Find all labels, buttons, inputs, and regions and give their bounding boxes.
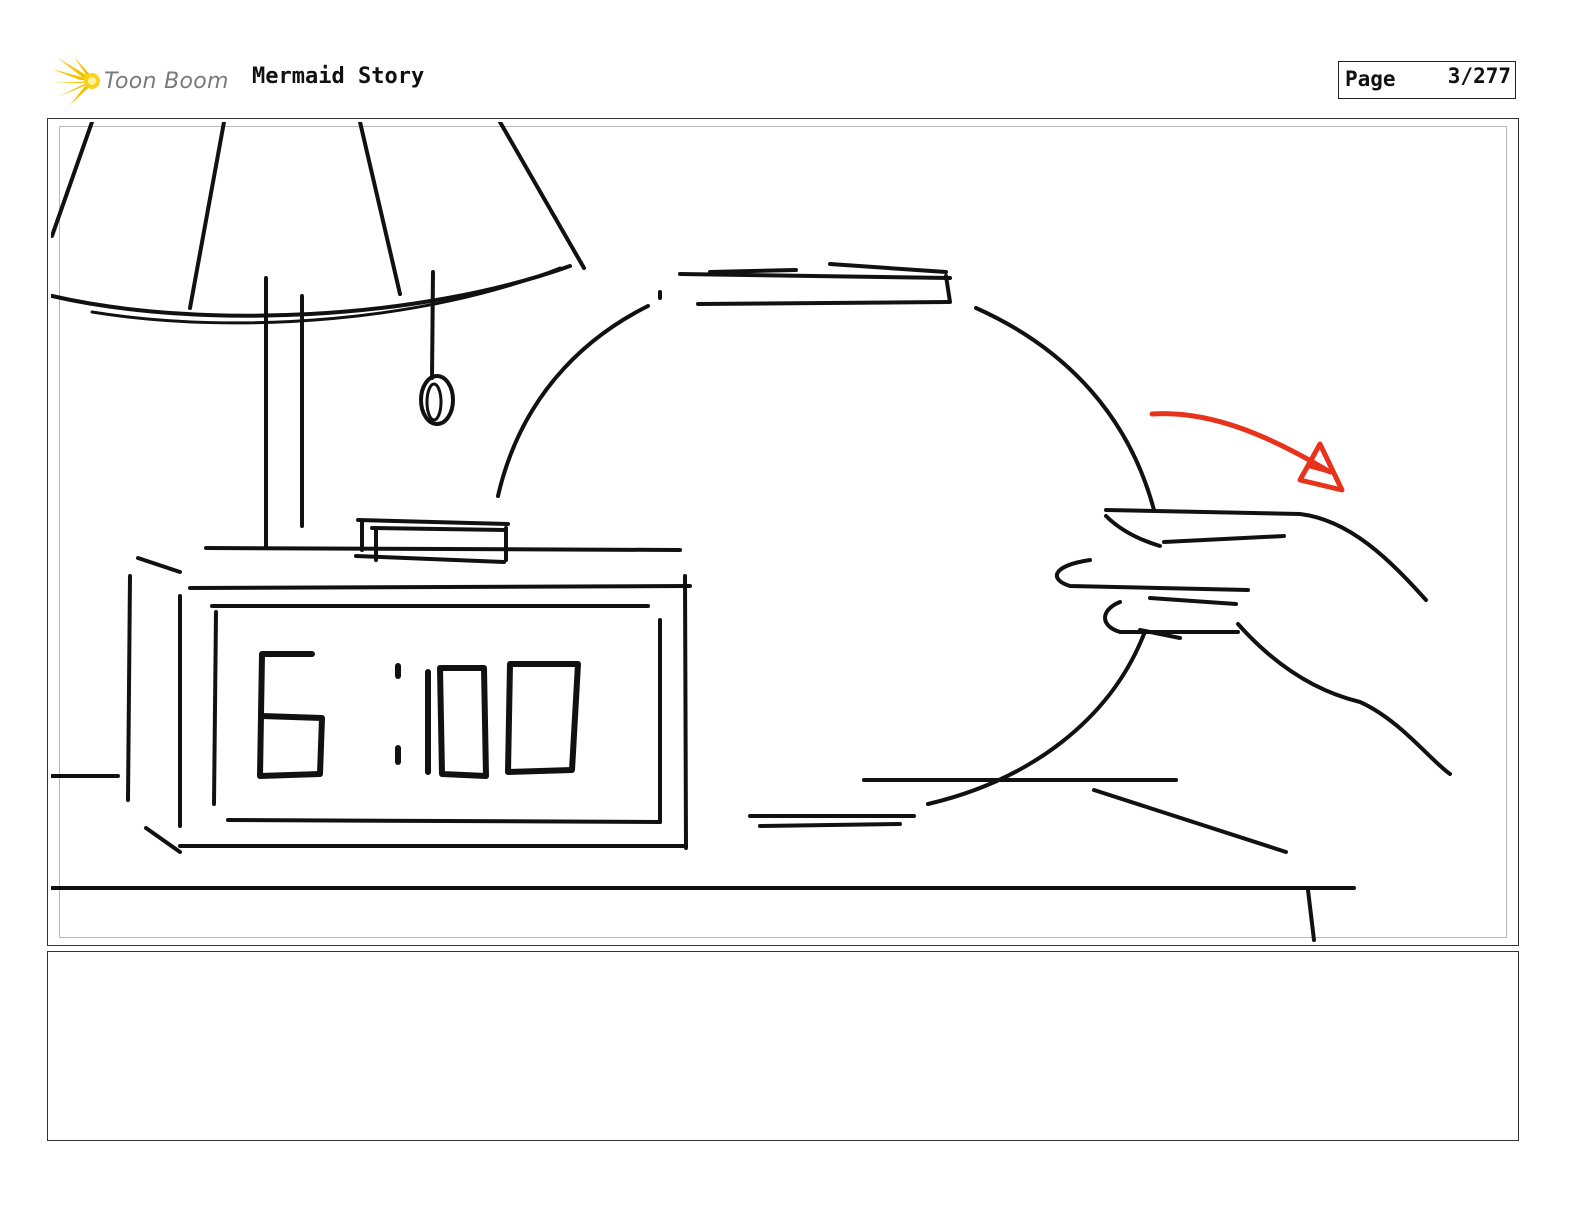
panel-notes-area[interactable] bbox=[47, 951, 1519, 1141]
lamp-pole bbox=[264, 276, 304, 550]
page-label: Page bbox=[1345, 67, 1396, 91]
storyboard-panel-safe-area bbox=[59, 126, 1507, 938]
logo-wordmark: Toon Boom bbox=[104, 69, 229, 94]
page-number: 3/277 bbox=[1447, 64, 1511, 88]
clock-digits bbox=[257, 651, 581, 779]
clock-snooze-button bbox=[354, 518, 510, 564]
toon-boom-logo: Toon Boom bbox=[52, 55, 242, 107]
alarm-clock bbox=[51, 546, 692, 854]
hand bbox=[1054, 508, 1452, 776]
page-indicator: Page 3/277 bbox=[1338, 61, 1516, 99]
lamp-shade bbox=[51, 122, 586, 325]
motion-arrow bbox=[1149, 411, 1345, 493]
page-header: Toon Boom Mermaid Story Page 3/277 bbox=[0, 0, 1584, 118]
table-edge bbox=[51, 886, 1356, 942]
lamp-pull-chain bbox=[419, 270, 455, 426]
document-title: Mermaid Story bbox=[252, 64, 425, 89]
storyboard-panel-frame bbox=[47, 118, 1519, 946]
starburst-logo-icon bbox=[52, 57, 100, 105]
fish-bowl bbox=[496, 262, 1288, 854]
